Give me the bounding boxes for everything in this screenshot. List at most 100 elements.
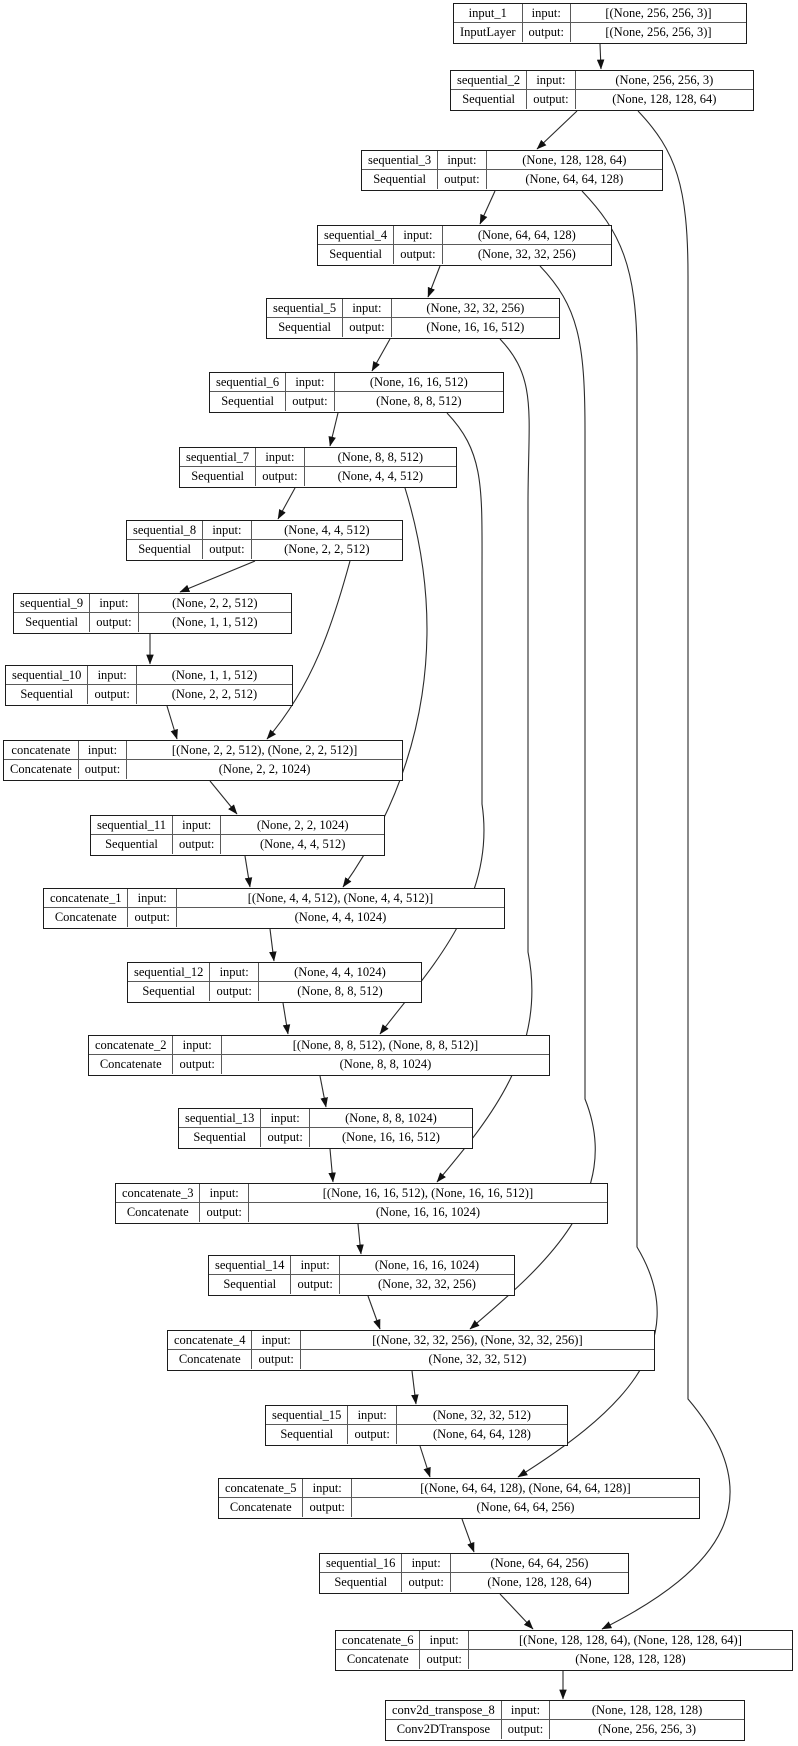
layer-type: Concatenate: [89, 1055, 174, 1074]
input-shape: (None, 2, 2, 1024): [221, 816, 384, 835]
output-label: output:: [348, 1425, 397, 1444]
edge-sequential_2-concatenate_6: [601, 110, 731, 1630]
edge-sequential_15-concatenate_5: [419, 1445, 431, 1478]
output-label: output:: [173, 835, 222, 854]
input-label: input:: [303, 1479, 352, 1498]
layer-name: sequential_7: [180, 448, 257, 467]
node-sequential_14: sequential_14 input: (None, 16, 16, 1024…: [208, 1255, 515, 1296]
input-label: input:: [252, 1331, 301, 1350]
output-shape: (None, 128, 128, 64): [612, 92, 717, 106]
input-label: input:: [128, 889, 177, 908]
output-shape: [(None, 256, 256, 3)]: [605, 25, 712, 39]
node-sequential_3: sequential_3 input: (None, 128, 128, 64)…: [361, 150, 663, 191]
input-shape: (None, 128, 128, 64): [486, 151, 662, 170]
edge-sequential_5-sequential_6: [371, 338, 391, 372]
edge-sequential_4-sequential_5: [427, 265, 441, 298]
input-shape: (None, 8, 8, 1024): [309, 1109, 472, 1128]
edge-concatenate_4-sequential_15: [411, 1370, 419, 1405]
output-shape: (None, 2, 2, 512): [284, 542, 370, 556]
output-shape: (None, 32, 32, 256): [377, 1277, 476, 1291]
output-label: output:: [173, 1055, 222, 1074]
input-label: input:: [291, 1256, 340, 1275]
edge-sequential_3-concatenate_5: [517, 190, 658, 1478]
node-concatenate_2: concatenate_2 input: [(None, 8, 8, 512),…: [88, 1035, 550, 1076]
node-sequential_9: sequential_9 input: (None, 2, 2, 512) Se…: [13, 593, 292, 634]
node-sequential_2: sequential_2 input: (None, 256, 256, 3) …: [450, 70, 754, 111]
layer-name: sequential_4: [318, 226, 395, 245]
layer-type: Sequential: [209, 1275, 292, 1294]
layer-type: Concatenate: [336, 1650, 421, 1669]
input-shape: [(None, 64, 64, 128), (None, 64, 64, 128…: [351, 1479, 699, 1498]
node-concatenate_3: concatenate_3 input: [(None, 16, 16, 512…: [115, 1183, 608, 1224]
input-shape: [(None, 16, 16, 512), (None, 16, 16, 512…: [248, 1184, 607, 1203]
edge-sequential_4-concatenate_4: [469, 265, 596, 1330]
layer-type: Sequential: [210, 392, 287, 411]
node-sequential_11: sequential_11 input: (None, 2, 2, 1024) …: [90, 815, 385, 856]
node-sequential_12: sequential_12 input: (None, 4, 4, 1024) …: [127, 962, 422, 1003]
node-concatenate_5: concatenate_5 input: [(None, 64, 64, 128…: [218, 1478, 700, 1519]
output-shape: (None, 8, 8, 1024): [339, 1057, 432, 1071]
edge-sequential_3-sequential_4: [479, 190, 496, 225]
input-shape: (None, 4, 4, 1024): [258, 963, 421, 982]
edge-sequential_2-sequential_3: [536, 110, 578, 150]
input-shape: (None, 16, 16, 1024): [339, 1256, 514, 1275]
input-shape: [(None, 128, 128, 64), (None, 128, 128, …: [468, 1631, 792, 1650]
layer-name: sequential_9: [14, 594, 91, 613]
layer-name: sequential_11: [91, 816, 173, 835]
layer-name: sequential_16: [320, 1554, 403, 1573]
edge-concatenate-sequential_11: [209, 780, 238, 815]
input-shape: (None, 64, 64, 256): [450, 1554, 628, 1573]
node-sequential_15: sequential_15 input: (None, 32, 32, 512)…: [265, 1405, 568, 1446]
input-label: input:: [261, 1109, 310, 1128]
edge-concatenate_1-sequential_12: [269, 928, 277, 962]
input-shape: [(None, 2, 2, 512), (None, 2, 2, 512)]: [127, 741, 402, 760]
output-label: output:: [394, 245, 443, 264]
output-label: output:: [252, 1350, 301, 1369]
node-sequential_13: sequential_13 input: (None, 8, 8, 1024) …: [178, 1108, 473, 1149]
output-label: output:: [286, 392, 335, 411]
node-sequential_10: sequential_10 input: (None, 1, 1, 512) S…: [5, 665, 293, 706]
output-label: output:: [90, 613, 139, 632]
node-concatenate_6: concatenate_6 input: [(None, 128, 128, 6…: [335, 1630, 793, 1671]
layer-name: sequential_3: [362, 151, 439, 170]
output-label: output:: [79, 760, 128, 779]
layer-type: Sequential: [318, 245, 395, 264]
node-concatenate: concatenate input: [(None, 2, 2, 512), (…: [3, 740, 403, 781]
layer-type: Sequential: [91, 835, 173, 854]
input-shape: (None, 32, 32, 256): [391, 299, 559, 318]
edge-sequential_7-sequential_8: [277, 487, 296, 520]
layer-name: concatenate: [4, 741, 79, 760]
output-shape: (None, 32, 32, 256): [477, 247, 576, 261]
edge-sequential_16-concatenate_6: [499, 1593, 534, 1630]
output-label: output:: [502, 1720, 551, 1739]
output-shape: (None, 8, 8, 512): [297, 984, 383, 998]
output-label: output:: [438, 170, 487, 189]
output-shape: (None, 256, 256, 3): [598, 1722, 697, 1736]
output-shape: (None, 128, 128, 128): [575, 1652, 686, 1666]
layer-name: sequential_6: [210, 373, 287, 392]
node-sequential_6: sequential_6 input: (None, 16, 16, 512) …: [209, 372, 504, 413]
input-label: input:: [402, 1554, 451, 1573]
layer-name: conv2d_transpose_8: [386, 1701, 502, 1720]
input-label: input:: [343, 299, 392, 318]
output-label: output:: [523, 23, 571, 42]
edge-sequential_14-concatenate_4: [367, 1295, 381, 1330]
node-concatenate_1: concatenate_1 input: [(None, 4, 4, 512),…: [43, 888, 505, 929]
output-label: output:: [527, 90, 576, 109]
output-shape: (None, 16, 16, 512): [341, 1130, 440, 1144]
layer-type: Conv2DTranspose: [386, 1720, 502, 1739]
output-shape: (None, 8, 8, 512): [376, 394, 462, 408]
layer-name: concatenate_6: [336, 1631, 421, 1650]
layer-type: Sequential: [6, 685, 89, 704]
input-label: input:: [78, 741, 128, 760]
layer-name: concatenate_2: [89, 1036, 174, 1055]
layer-type: Sequential: [266, 1425, 349, 1444]
layer-name: sequential_2: [451, 71, 528, 90]
layer-type: Concatenate: [168, 1350, 253, 1369]
input-label: input:: [501, 1701, 551, 1720]
node-sequential_4: sequential_4 input: (None, 64, 64, 128) …: [317, 225, 612, 266]
layer-name: input_1: [454, 4, 523, 23]
input-shape: (None, 256, 256, 3): [575, 71, 753, 90]
input-label: input:: [90, 594, 139, 613]
